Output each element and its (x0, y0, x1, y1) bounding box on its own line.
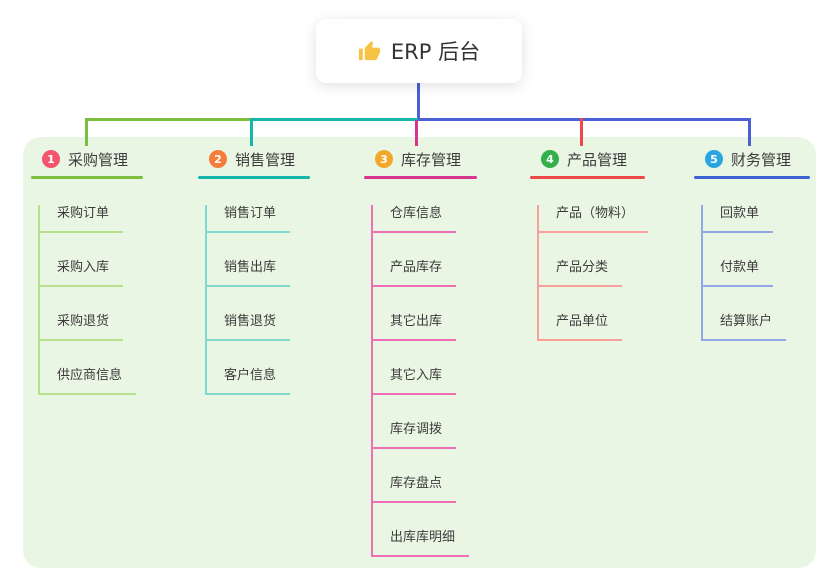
branch-number-badge: 1 (42, 150, 60, 168)
branch-underline (364, 176, 477, 179)
branch-underline (530, 176, 645, 179)
branch-sales: 2 销售管理 销售订单销售出库销售退货客户信息 (198, 147, 310, 395)
branch-children: 产品（物料） 产品分类产品单位 (537, 205, 649, 341)
branch-title: 采购管理 (68, 150, 129, 169)
branch-purchase: 1 采购管理 采购订单采购入库采购退货供应商信息 (31, 147, 143, 395)
child-item[interactable]: 采购入库 (40, 259, 124, 287)
branch-product: 4 产品管理 产品（物料） 产品分类产品单位 (530, 147, 649, 341)
branch-children: 仓库信息产品库存其它出库其它入库库存调拨库存盘点出库库明细 (371, 205, 477, 557)
connector-horizontal-green (85, 118, 254, 121)
branch-title: 库存管理 (401, 150, 462, 169)
child-item[interactable]: 供应商信息 (40, 367, 137, 395)
connector-root-vertical (417, 83, 420, 121)
branch-finance: 5 财务管理 回款单付款单结算账户 (694, 147, 810, 341)
branch-number-badge: 5 (705, 150, 723, 168)
child-item[interactable]: 销售退货 (207, 313, 291, 341)
connector-drop-purchase (85, 118, 88, 146)
branch-title: 产品管理 (567, 150, 628, 169)
child-item[interactable]: 客户信息 (207, 367, 291, 395)
branch-title: 财务管理 (731, 150, 792, 169)
child-item[interactable]: 仓库信息 (373, 205, 457, 233)
branch-header-inventory[interactable]: 3 库存管理 (364, 147, 477, 171)
connector-horizontal-blue (418, 118, 751, 121)
background-panel (23, 137, 816, 568)
connector-drop-product (580, 118, 583, 146)
child-item[interactable]: 产品库存 (373, 259, 457, 287)
branch-children: 采购订单采购入库采购退货供应商信息 (38, 205, 143, 395)
child-item[interactable]: 库存盘点 (373, 475, 457, 503)
branch-number-badge: 3 (375, 150, 393, 168)
child-item[interactable]: 销售出库 (207, 259, 291, 287)
branch-header-finance[interactable]: 5 财务管理 (694, 147, 810, 171)
thumbs-up-icon (358, 40, 380, 60)
child-item[interactable]: 付款单 (703, 259, 774, 287)
connector-drop-inventory (415, 120, 418, 146)
child-item[interactable]: 产品单位 (539, 313, 623, 341)
branch-header-sales[interactable]: 2 销售管理 (198, 147, 310, 171)
branch-children: 回款单付款单结算账户 (701, 205, 810, 341)
child-item[interactable]: 销售订单 (207, 205, 291, 233)
branch-number-badge: 2 (209, 150, 227, 168)
child-item[interactable]: 库存调拨 (373, 421, 457, 449)
child-item[interactable]: 回款单 (703, 205, 774, 233)
branch-children: 销售订单销售出库销售退货客户信息 (205, 205, 310, 395)
child-item[interactable]: 结算账户 (703, 313, 787, 341)
branch-header-purchase[interactable]: 1 采购管理 (31, 147, 143, 171)
branch-title: 销售管理 (235, 150, 296, 169)
child-item[interactable]: 其它出库 (373, 313, 457, 341)
child-item[interactable]: 采购退货 (40, 313, 124, 341)
branch-number-badge: 4 (541, 150, 559, 168)
root-node[interactable]: ERP 后台 (316, 19, 522, 83)
branch-header-product[interactable]: 4 产品管理 (530, 147, 645, 171)
branch-inventory: 3 库存管理 仓库信息产品库存其它出库其它入库库存调拨库存盘点出库库明细 (364, 147, 477, 557)
child-item[interactable]: 其它入库 (373, 367, 457, 395)
child-item[interactable]: 产品分类 (539, 259, 623, 287)
branch-underline (198, 176, 310, 179)
connector-horizontal-teal (252, 118, 419, 121)
child-item[interactable]: 采购订单 (40, 205, 124, 233)
branch-underline (694, 176, 810, 179)
connector-drop-sales (250, 118, 253, 146)
branch-underline (31, 176, 143, 179)
connector-drop-finance (748, 118, 751, 146)
child-item[interactable]: 产品（物料） (539, 205, 649, 233)
child-item[interactable]: 出库库明细 (373, 529, 470, 557)
root-label: ERP 后台 (390, 40, 481, 64)
